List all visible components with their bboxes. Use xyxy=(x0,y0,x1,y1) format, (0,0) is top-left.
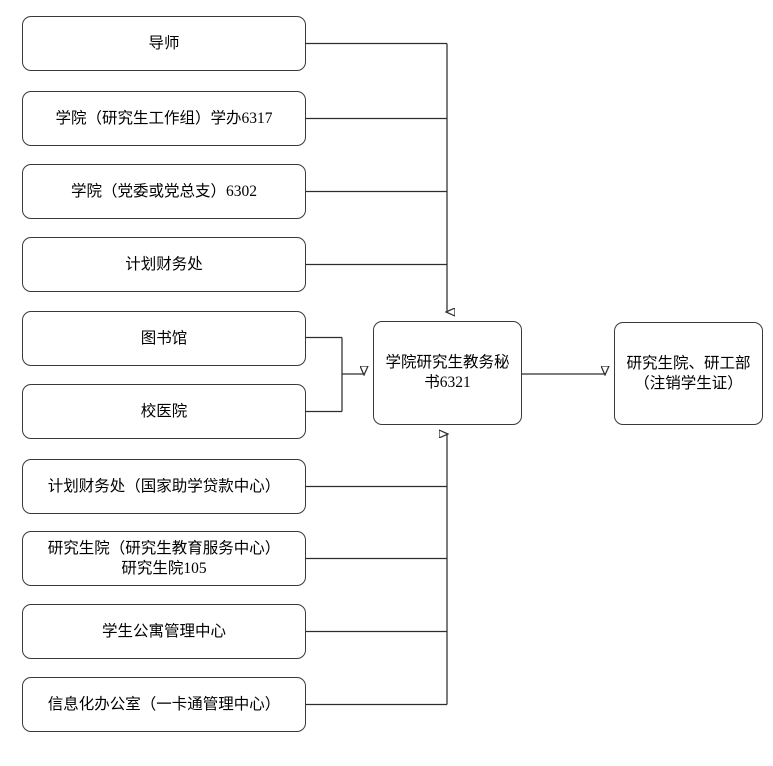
node-student-apartment-center-label: 学生公寓管理中心 xyxy=(101,622,226,640)
node-college-grad-secretary[interactable]: 学院研究生教务秘书6321 xyxy=(373,321,522,425)
node-advisor-label: 导师 xyxy=(148,34,180,52)
node-finance-office[interactable]: 计划财务处 xyxy=(22,237,306,292)
edge-group-bracket xyxy=(306,336,364,413)
node-informatization-office[interactable]: 信息化办公室（一卡通管理中心） xyxy=(22,677,306,732)
node-finance-office-label: 计划财务处 xyxy=(125,255,203,273)
node-college-grad-secretary-label: 学院研究生教务秘书6321 xyxy=(385,354,510,391)
node-graduate-school-and-dept[interactable]: 研究生院、研工部 （注销学生证） xyxy=(614,322,763,425)
node-college-grad-work-group[interactable]: 学院（研究生工作组）学办6317 xyxy=(22,91,306,146)
node-college-party-committee[interactable]: 学院（党委或党总支）6302 xyxy=(22,164,306,219)
node-graduate-school-service-center[interactable]: 研究生院（研究生教育服务中心） 研究生院105 xyxy=(22,531,306,586)
edge-group-bottom xyxy=(306,434,447,706)
node-campus-hospital-label: 校医院 xyxy=(140,402,188,420)
node-library[interactable]: 图书馆 xyxy=(22,311,306,366)
node-finance-loan-center[interactable]: 计划财务处（国家助学贷款中心） xyxy=(22,459,306,514)
node-informatization-office-label: 信息化办公室（一卡通管理中心） xyxy=(47,695,281,713)
node-student-apartment-center[interactable]: 学生公寓管理中心 xyxy=(22,604,306,659)
node-library-label: 图书馆 xyxy=(140,329,188,347)
node-college-party-committee-label: 学院（党委或党总支）6302 xyxy=(70,182,257,200)
node-graduate-school-service-center-label: 研究生院（研究生教育服务中心） 研究生院105 xyxy=(47,539,281,577)
node-finance-loan-center-label: 计划财务处（国家助学贷款中心） xyxy=(47,477,281,495)
node-college-grad-work-group-label: 学院（研究生工作组）学办6317 xyxy=(55,109,273,127)
edge-group-top xyxy=(306,42,447,313)
node-advisor[interactable]: 导师 xyxy=(22,16,306,71)
node-campus-hospital[interactable]: 校医院 xyxy=(22,384,306,439)
node-graduate-school-and-dept-label: 研究生院、研工部 （注销学生证） xyxy=(626,354,751,392)
